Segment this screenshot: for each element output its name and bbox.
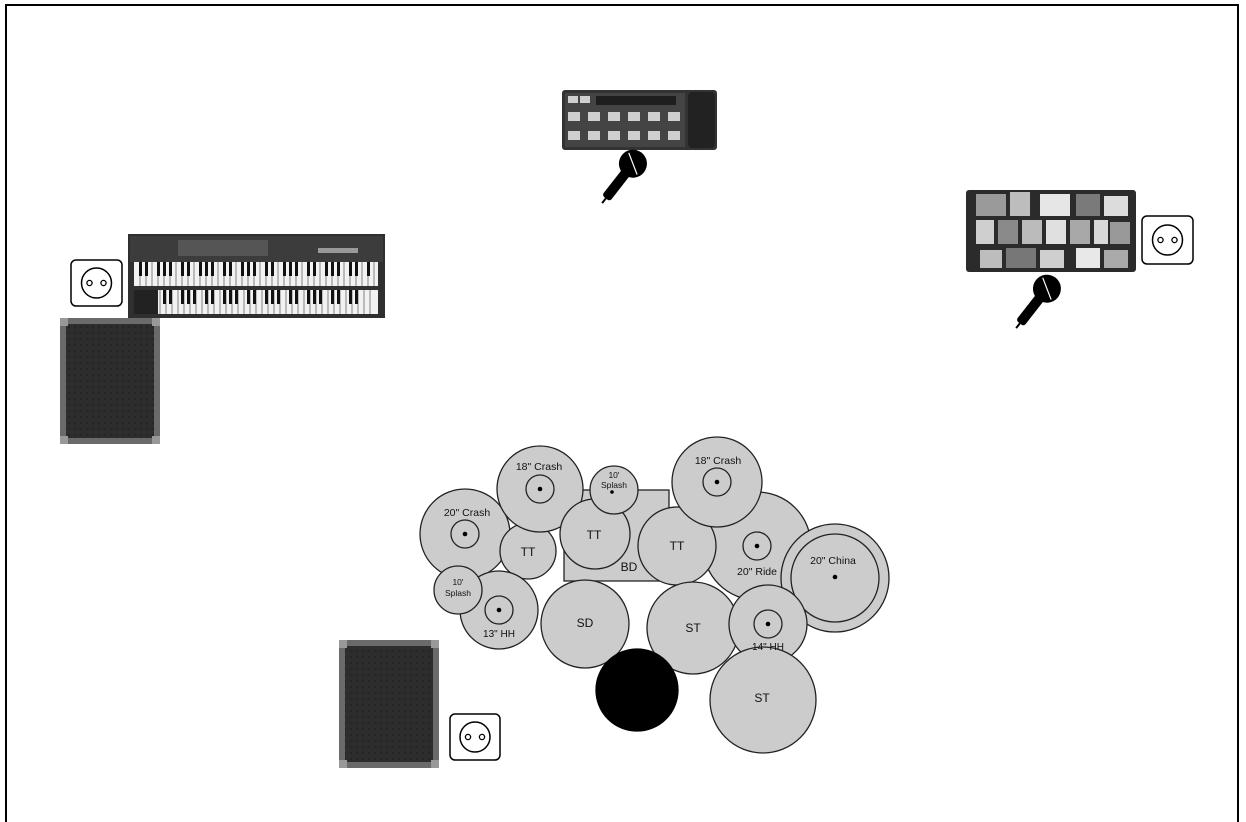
- label-14-hh: 14" HH: [752, 642, 784, 653]
- drum-throne-icon: [596, 649, 678, 731]
- power-outlet-icon: [1142, 216, 1193, 264]
- label-floor-tom-1: ST: [685, 621, 701, 635]
- label-tom-center-left: TT: [587, 528, 602, 542]
- label-13-hh: 13" HH: [483, 629, 515, 640]
- drum-kit: [420, 437, 889, 753]
- label-bass-drum: BD: [621, 560, 638, 574]
- label-floor-tom-2: ST: [754, 691, 770, 705]
- label-tom-center-right: TT: [670, 539, 685, 553]
- amp-case-icon: [60, 318, 160, 444]
- label-china: 20" China: [810, 555, 856, 567]
- label-splash-left-1: 10': [452, 577, 463, 587]
- foot-controller-icon: [562, 90, 717, 150]
- power-outlet-icon: [71, 260, 122, 306]
- label-20-crash: 20" Crash: [444, 507, 490, 519]
- label-splash-top-1: 10': [608, 470, 619, 480]
- label-tom-left: TT: [521, 545, 536, 559]
- label-splash-left-2: Splash: [445, 588, 471, 598]
- label-splash-top-2: Splash: [601, 480, 627, 490]
- power-outlet-icon: [450, 714, 500, 760]
- label-ride: 20" Ride: [737, 566, 777, 578]
- amp-case-icon: [339, 640, 439, 768]
- keyboard-icon: [128, 234, 385, 318]
- microphone-icon: [591, 144, 652, 212]
- label-18-crash-left: 18" Crash: [516, 461, 562, 473]
- microphone-icon: [1005, 269, 1066, 337]
- label-18-crash-right: 18" Crash: [695, 455, 741, 467]
- pedalboard-icon: [966, 190, 1136, 272]
- label-snare: SD: [577, 616, 594, 630]
